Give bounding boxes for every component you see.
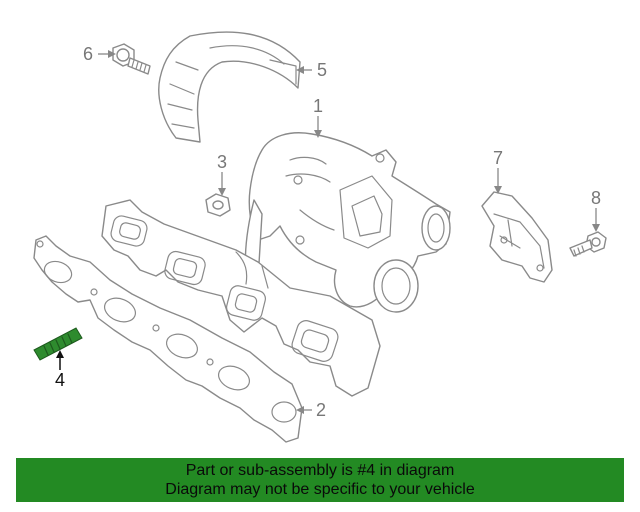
callout-7: 7 (493, 148, 503, 168)
gasket-part[interactable] (33, 235, 303, 443)
banner-line-2: Diagram may not be specific to your vehi… (165, 481, 475, 498)
callout-8: 8 (591, 188, 601, 208)
heat-shield-part[interactable] (158, 31, 301, 143)
bolt-part-6[interactable] (112, 43, 151, 75)
nut-part-3[interactable] (205, 193, 231, 217)
callout-2: 2 (316, 400, 326, 420)
info-banner: Part or sub-assembly is #4 in diagram Di… (16, 458, 624, 502)
stud-part-4[interactable] (33, 327, 83, 361)
callout-1: 1 (313, 96, 323, 116)
bolt-part-8[interactable] (569, 231, 607, 257)
callout-5: 5 (317, 60, 327, 80)
exhaust-manifold (101, 199, 381, 397)
banner-line-1: Part or sub-assembly is #4 in diagram (185, 462, 455, 479)
bracket-part[interactable] (481, 191, 553, 283)
callout-3: 3 (217, 152, 227, 172)
callout-4: 4 (55, 370, 65, 390)
callout-6: 6 (83, 44, 93, 64)
turbocharger-part[interactable] (244, 132, 451, 313)
